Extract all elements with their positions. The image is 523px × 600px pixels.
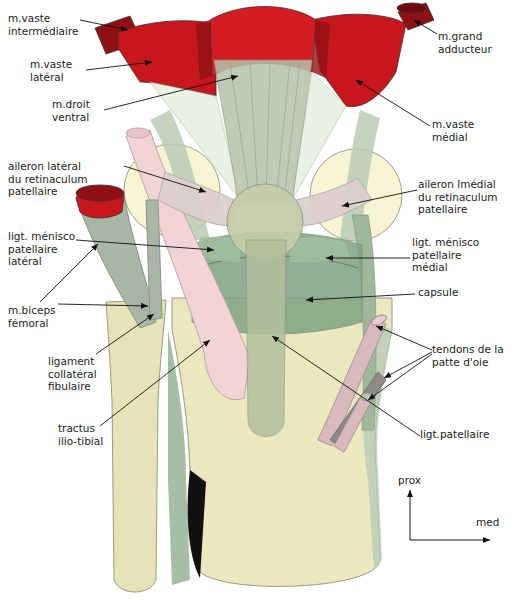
leader-line bbox=[342, 190, 417, 206]
leader-line bbox=[100, 340, 210, 426]
anatomy-label: prox bbox=[398, 474, 438, 487]
anatomy-label: tendons de la patte d'oie bbox=[432, 343, 504, 368]
leader-line bbox=[356, 80, 430, 126]
leader-line bbox=[306, 294, 415, 300]
anatomy-label: aileron lmédial du retinaculum patellair… bbox=[418, 178, 503, 216]
pes-anserinus-tendon bbox=[334, 394, 372, 452]
leader-line bbox=[96, 314, 154, 354]
leader-line bbox=[80, 20, 128, 30]
leader-line bbox=[124, 166, 206, 192]
anatomy-label: ligt. ménisco patellaire latéral bbox=[8, 230, 82, 268]
leader-line bbox=[368, 354, 432, 400]
anatomy-label: aileron latéral du retinaculum patellair… bbox=[8, 160, 93, 198]
leader-line bbox=[384, 352, 432, 378]
anatomy-label: m.vaste intermédiaire bbox=[8, 12, 86, 37]
anatomy-label: tractus ilio-tibial bbox=[58, 422, 116, 447]
fibular-collateral bbox=[146, 200, 162, 320]
axis-arrow bbox=[410, 490, 411, 540]
anatomy-label: m.biceps fémoral bbox=[8, 304, 63, 329]
bone-shadow bbox=[188, 470, 206, 578]
vastus-lateralis bbox=[118, 21, 216, 96]
leader-line bbox=[272, 336, 420, 436]
muscle-shade bbox=[196, 20, 212, 80]
adductor-magnus bbox=[398, 3, 434, 30]
fibula bbox=[106, 300, 166, 592]
leader-line bbox=[86, 62, 152, 70]
anatomy-label: med bbox=[476, 516, 516, 529]
leader-line bbox=[326, 258, 410, 259]
muscle-shade bbox=[312, 20, 330, 78]
anatomy-label: m.droit ventral bbox=[52, 98, 104, 123]
adductor-top bbox=[397, 3, 427, 13]
anatomy-label: ligt.patellaire bbox=[420, 428, 510, 441]
tendon-end bbox=[370, 313, 388, 327]
quadriceps-tendon bbox=[214, 60, 312, 205]
leader-line bbox=[376, 326, 432, 350]
tendon-fibres bbox=[230, 62, 300, 200]
leader-line bbox=[58, 304, 148, 306]
anatomy-label: ligament collatéral fibulaire bbox=[48, 355, 110, 393]
axis-arrow bbox=[410, 540, 490, 541]
leader-line bbox=[104, 76, 238, 110]
anatomy-label: m.vaste latéral bbox=[30, 58, 82, 83]
anatomy-label: ligt. ménisco patellaire médial bbox=[412, 236, 486, 274]
anatomy-label: capsule bbox=[418, 286, 478, 299]
leader-line bbox=[414, 20, 437, 34]
bone-shading bbox=[168, 330, 190, 585]
patellar-ligament bbox=[246, 240, 286, 437]
biceps-top bbox=[76, 185, 124, 201]
anatomy-label: m.vaste médial bbox=[432, 118, 484, 143]
leader-lines bbox=[40, 20, 437, 436]
tract-end bbox=[126, 128, 150, 138]
anatomy-label: m.grand adducteur bbox=[438, 30, 500, 55]
